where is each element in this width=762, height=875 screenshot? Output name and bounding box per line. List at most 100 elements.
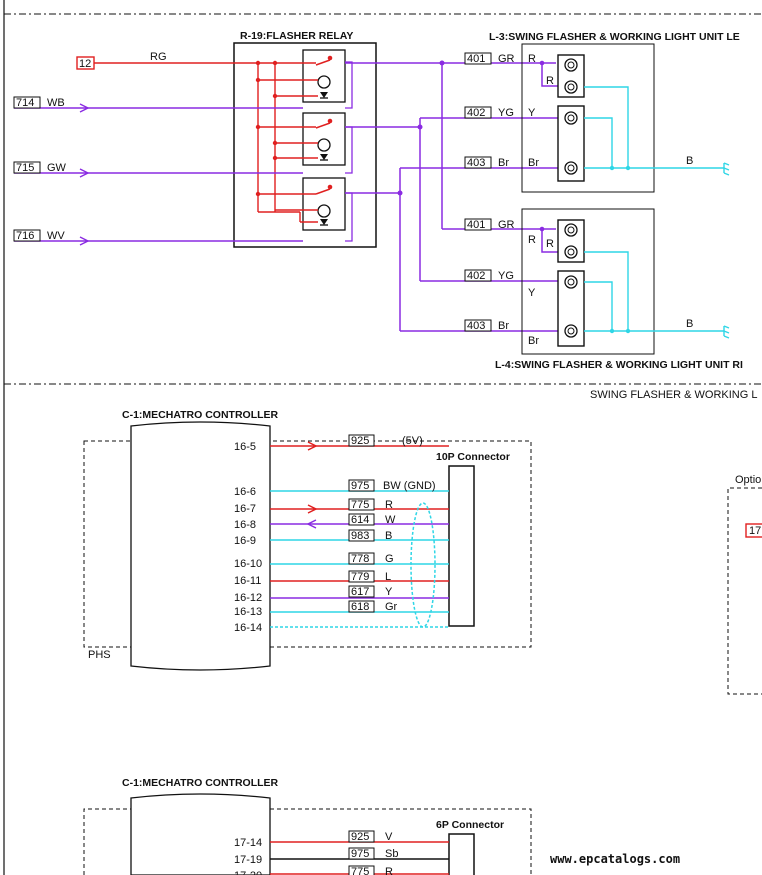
block1-connector <box>448 465 475 627</box>
block1-terminal-boxes <box>348 434 375 613</box>
b1-wire-b: B <box>385 530 392 542</box>
unit-left-ground-label: B <box>686 155 693 167</box>
unit-left-pin-r: R <box>528 53 536 65</box>
input-terminal-12: 12 <box>79 58 91 70</box>
red-junctions <box>255 60 278 197</box>
unit-right-wire-br: Br <box>498 320 509 332</box>
b1-pin-16-6: 16-6 <box>234 486 256 498</box>
block2-labels: 17-14 925 V 17-19 975 Sb 17-20 775 R <box>234 831 398 875</box>
b1-wire-bw-gnd: BW (GND) <box>383 480 436 492</box>
unit-left-pin-br: Br <box>528 157 539 169</box>
unit-right-pin-r2: R <box>546 238 554 250</box>
block1-controller-body <box>130 421 271 671</box>
unit-left-lamps <box>557 54 585 182</box>
unit-right-lamps <box>557 219 585 347</box>
flasher-relay-box <box>233 42 377 248</box>
input-wire-wv: WV <box>47 230 65 242</box>
block1-labels: 16-5 925 (5V) 16-6 975 BW (GND) 16-7 775… <box>234 435 436 634</box>
b1-pin-16-8: 16-8 <box>234 519 256 531</box>
unit-right-wire-gr: GR <box>498 219 515 231</box>
unit-left-pin-r2: R <box>546 75 554 87</box>
relay-unit-2 <box>302 112 346 166</box>
b1-wire-gr: Gr <box>385 601 398 613</box>
b2-pin-17-20: 17-20 <box>234 870 262 875</box>
unit-left-terminal-402: 402 <box>467 107 485 119</box>
b1-pin-16-9: 16-9 <box>234 535 256 547</box>
b1-wire-5v: (5V) <box>402 435 423 447</box>
b1-pin-16-11: 16-11 <box>234 575 261 587</box>
unit-left-title: L-3:SWING FLASHER & WORKING LIGHT UNIT L… <box>489 31 740 43</box>
b2-term-975: 975 <box>351 848 369 860</box>
unit-left-ground-symbol <box>723 162 730 176</box>
block2-controller-title: C-1:MECHATRO CONTROLLER <box>122 777 279 789</box>
unit-left-ground-wiring <box>584 86 724 169</box>
unit-right-box <box>521 208 655 355</box>
unit-left-terminal-403: 403 <box>467 157 485 169</box>
b1-pin-16-10: 16-10 <box>234 558 262 570</box>
b1-term-925: 925 <box>351 435 369 447</box>
b2-term-775: 775 <box>351 866 369 875</box>
unit-left-box <box>521 43 655 193</box>
block2-terminal-boxes <box>348 830 375 875</box>
block2-dashed-frame <box>83 808 532 875</box>
b1-pin-16-13: 16-13 <box>234 606 262 618</box>
input-terminal-715: 715 <box>16 162 34 174</box>
unit-left-wire-yg: YG <box>498 107 514 119</box>
b1-wire-y: Y <box>385 586 393 598</box>
relay-unit-1 <box>302 49 346 103</box>
input-terminal-716: 716 <box>16 230 34 242</box>
block1-corner-label: PHS <box>88 649 111 661</box>
b1-pin-16-7: 16-7 <box>234 503 256 515</box>
b1-wire-r: R <box>385 499 393 511</box>
b2-wire-r: R <box>385 866 393 875</box>
b2-term-925: 925 <box>351 831 369 843</box>
unit-left-terminal-401: 401 <box>467 53 485 65</box>
b2-wire-sb: Sb <box>385 848 398 860</box>
unit-right-ground-wiring <box>584 251 724 332</box>
option-box: Optio 17 <box>727 474 762 695</box>
purple-input-wires <box>14 103 303 246</box>
watermark-url: www.epcatalogs.com <box>550 852 680 866</box>
input-terminals <box>13 56 95 242</box>
input-wire-wb: WB <box>47 97 65 109</box>
unit-right-terminal-boxes <box>464 218 492 332</box>
b1-wire-w: W <box>385 514 396 526</box>
b1-term-983: 983 <box>351 530 369 542</box>
unit-left-pin-y: Y <box>528 107 536 119</box>
b1-pin-16-12: 16-12 <box>234 592 262 604</box>
section-caption: SWING FLASHER & WORKING L <box>590 389 757 401</box>
block2-connector <box>448 833 475 875</box>
unit-right-pin-y: Y <box>528 287 536 299</box>
unit-left-terminal-boxes <box>464 52 492 169</box>
b1-term-617: 617 <box>351 586 369 598</box>
unit-right-ground-label: B <box>686 318 693 330</box>
unit-right-pin-r: R <box>528 234 536 246</box>
unit-left-wire-gr: GR <box>498 53 515 65</box>
input-wire-rg: RG <box>150 51 167 63</box>
block1-connector-title: 10P Connector <box>436 451 510 463</box>
unit-left-wire-br: Br <box>498 157 509 169</box>
red-supply-wiring <box>94 62 318 223</box>
b1-term-975: 975 <box>351 480 369 492</box>
unit-right-ground-symbol <box>723 325 730 339</box>
unit-right-terminal-402: 402 <box>467 270 485 282</box>
b1-term-618: 618 <box>351 601 369 613</box>
relay-internal-wires <box>345 61 353 242</box>
block1-dashed-frame <box>83 440 532 648</box>
option-terminal: 17 <box>749 525 761 537</box>
flasher-relay-title: R-19:FLASHER RELAY <box>240 30 353 42</box>
b2-pin-17-19: 17-19 <box>234 854 262 866</box>
b1-term-614: 614 <box>351 514 369 526</box>
unit-left-ground-junctions <box>609 165 631 171</box>
b1-term-775: 775 <box>351 499 369 511</box>
relay-unit-3 <box>302 177 346 231</box>
unit-right-ground-junctions <box>609 328 631 334</box>
purple-junctions <box>397 60 545 232</box>
b1-wire-l: L <box>385 571 391 583</box>
block1-controller-title: C-1:MECHATRO CONTROLLER <box>122 409 279 421</box>
b2-wire-v: V <box>385 831 393 843</box>
unit-right-pin-br: Br <box>528 335 539 347</box>
b1-wire-g: G <box>385 553 394 565</box>
option-label: Optio <box>735 474 761 486</box>
